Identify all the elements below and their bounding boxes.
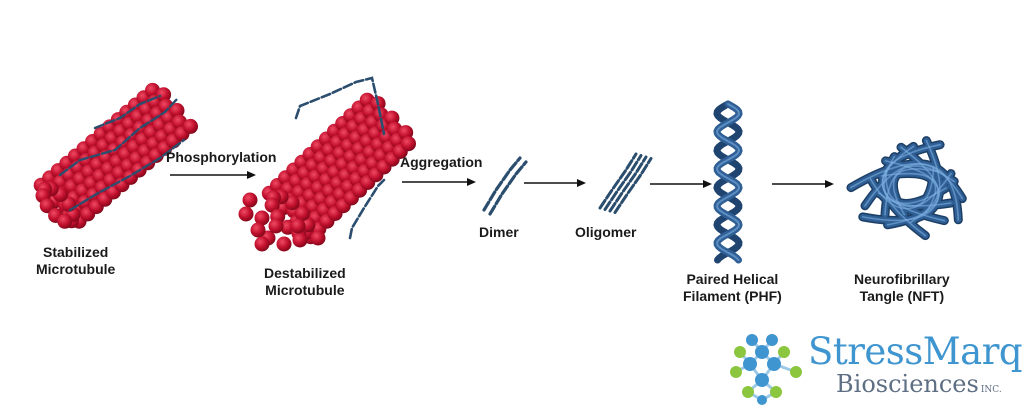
logo-node — [757, 395, 767, 405]
loose-tubulin-bead — [254, 210, 270, 226]
tau-strand — [68, 138, 186, 212]
logo-node — [770, 386, 782, 398]
tubulin-bead — [264, 197, 280, 213]
arrowhead-phf-nft — [825, 180, 834, 188]
tangle-ribbon-highlight — [869, 172, 952, 210]
logo-node — [790, 366, 802, 378]
brand-name: StressMarq — [808, 330, 1023, 373]
tangle-ribbon-highlight — [877, 166, 935, 208]
tangle-ribbon-highlight — [862, 139, 941, 222]
stressmarq-logo-icon — [730, 334, 802, 405]
loose-tubulin-bead — [292, 232, 308, 248]
loose-tubulin-bead — [276, 236, 292, 252]
tubulin-bead — [156, 87, 172, 103]
tubulin-bead — [169, 103, 185, 118]
tau-strand — [58, 96, 180, 177]
label-aggregation: Aggregation — [400, 154, 483, 170]
detached-tau-strand — [294, 76, 386, 136]
logo-node — [742, 386, 754, 398]
arrowhead-dimer-oligomer — [577, 179, 586, 187]
neurofibrillary-tangle-illustration — [846, 136, 967, 241]
tubulin-bead — [183, 118, 198, 134]
oligomer-strand — [613, 157, 653, 214]
loose-tubulin-bead — [268, 218, 284, 234]
loose-tubulin-bead — [290, 218, 306, 234]
tubulin-bead — [294, 206, 310, 221]
label-dimer: Dimer — [479, 224, 519, 240]
oligomer-strand — [598, 152, 638, 210]
logo-node — [755, 345, 769, 359]
destabilized-microtubule-illustration — [238, 92, 416, 252]
tau-strand — [93, 94, 162, 130]
logo-node — [746, 334, 758, 346]
dimer-strand — [488, 160, 528, 216]
tubulin-bead — [57, 213, 73, 229]
logo-node — [767, 357, 781, 371]
phf-highlight — [715, 103, 741, 261]
dimer-illustration — [482, 156, 528, 216]
logo-node — [766, 334, 778, 346]
arrows — [170, 171, 834, 188]
detached-tau-strand — [348, 178, 386, 240]
logo-node — [734, 346, 746, 358]
logo-node — [743, 357, 757, 371]
oligomer-strand — [603, 154, 643, 211]
loose-tubulin-bead — [242, 192, 258, 208]
dimer-strand — [482, 156, 522, 212]
tangle-ribbon-highlight — [850, 163, 960, 221]
loose-tubulin-bead — [254, 236, 270, 252]
label-phosphorylation: Phosphorylation — [166, 149, 277, 165]
brand-inc: INC. — [980, 385, 1002, 395]
stabilized-tau-strands — [58, 94, 186, 212]
loose-tubulin-bead — [250, 222, 266, 238]
arrowhead-phosphorylation — [247, 171, 256, 179]
detached-tau-strands — [294, 76, 386, 240]
arrowhead-oligomer-phf — [703, 180, 712, 188]
stabilized-microtubule-illustration — [33, 82, 198, 229]
arrowhead-aggregation — [467, 178, 476, 186]
tubulin-bead — [284, 195, 300, 211]
logo-node — [730, 366, 742, 378]
label-oligomer: Oligomer — [575, 224, 637, 240]
logo-node — [755, 373, 769, 387]
loose-tubulin-bead — [310, 230, 326, 246]
oligomer-strand — [608, 155, 648, 213]
oligomer-illustration — [598, 152, 653, 214]
tubulin-bead — [401, 136, 416, 152]
logo-node — [778, 346, 790, 358]
tubulin-bead — [39, 198, 55, 214]
loose-tubulin-bead — [238, 206, 254, 222]
paired-helical-filament-illustration — [713, 100, 743, 264]
